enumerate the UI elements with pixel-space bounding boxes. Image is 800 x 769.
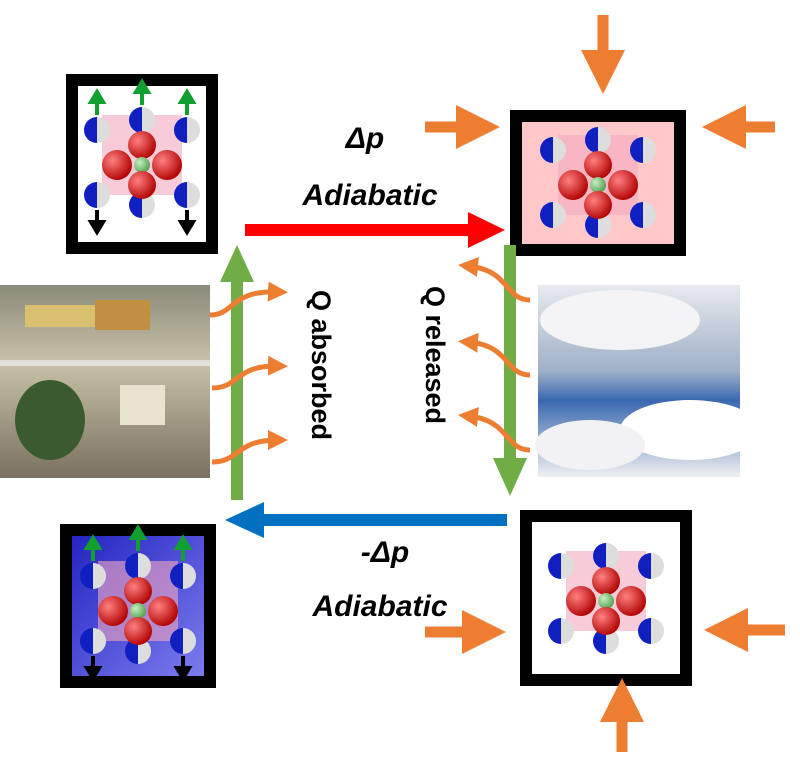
bottom-pressure-label: -Δp [361,536,409,569]
q-released-label: Q released [420,286,450,424]
q-absorbed-label: Q absorbed [306,290,336,440]
state-box-top-right [510,110,686,256]
heat-absorbed-arrows [209,281,288,465]
state-box-top-left [66,74,218,254]
refrigerator-photo [0,285,210,478]
top-process-label: Adiabatic [301,179,437,212]
blue-adiabatic-arrow [225,502,507,538]
green-up-arrow [220,245,254,500]
bottom-process-label: Adiabatic [311,590,447,623]
red-adiabatic-arrow [245,212,505,248]
pressure-arrows-top [425,15,775,149]
sky-photo [535,285,760,477]
pressure-arrows-bottom [425,608,785,752]
top-pressure-label: Δp [345,122,384,155]
green-down-arrow [493,245,527,496]
state-box-bottom-right [520,510,692,686]
heat-released-arrows [458,257,531,453]
state-box-bottom-left [60,524,216,688]
